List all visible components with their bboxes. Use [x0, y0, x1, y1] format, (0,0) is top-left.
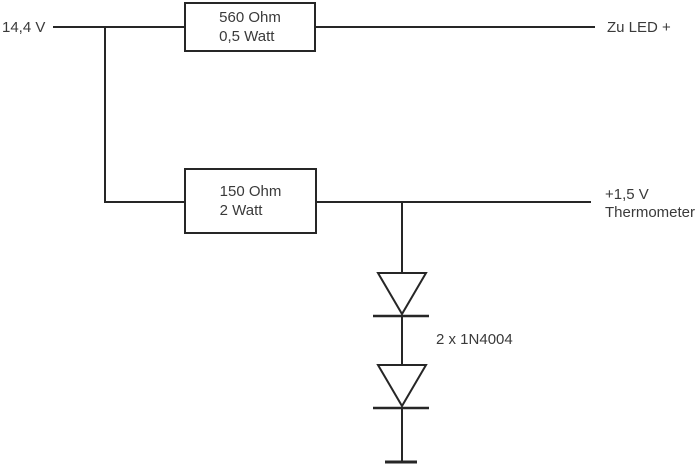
diode-1-triangle	[376, 272, 428, 316]
output-thermometer-voltage: +1,5 V	[605, 186, 649, 203]
resistor-150-box: 150 Ohm 2 Watt	[184, 168, 317, 234]
resistor-560-value: 560 Ohm	[219, 9, 281, 26]
output-thermometer-label: +1,5 V Thermometer	[605, 186, 695, 222]
output-led-label: Zu LED +	[607, 19, 671, 36]
resistor-560-power: 0,5 Watt	[219, 28, 275, 45]
input-voltage-label: 14,4 V	[2, 19, 46, 36]
diode-2-triangle	[376, 364, 428, 408]
resistor-150-value: 150 Ohm	[219, 183, 282, 200]
resistor-560-box: 560 Ohm 0,5 Watt	[184, 2, 316, 52]
diodes-label: 2 x 1N4004	[436, 331, 513, 348]
resistor-150-power: 2 Watt	[219, 202, 263, 219]
output-thermometer-text: Thermometer	[605, 204, 696, 221]
